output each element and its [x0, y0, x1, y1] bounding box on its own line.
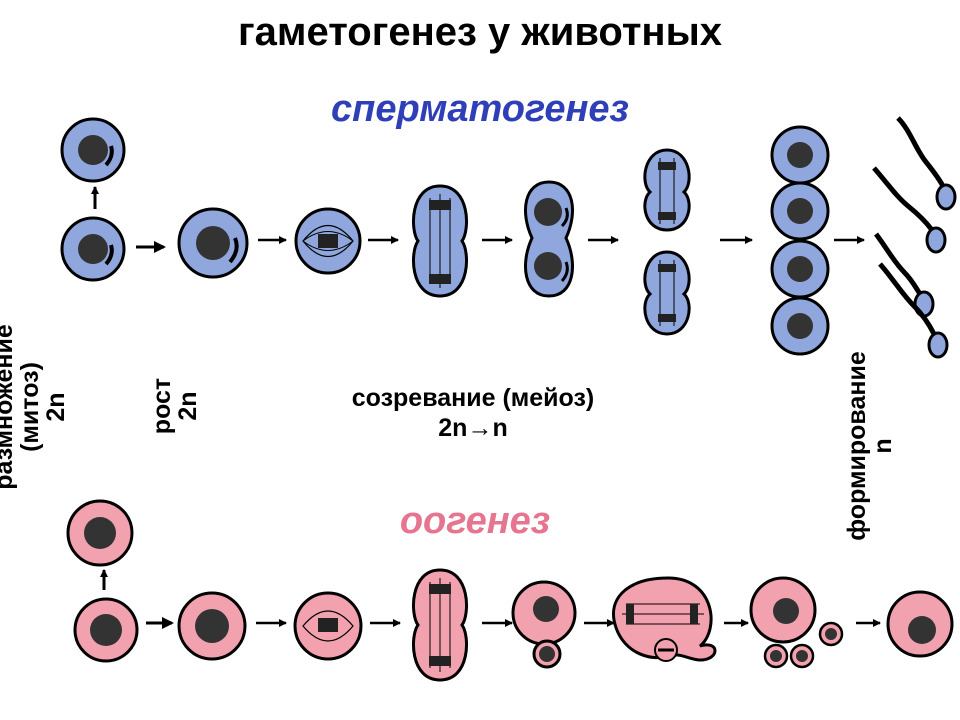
formation-text: формирование — [843, 351, 871, 541]
spermatogonium — [60, 216, 126, 282]
oocyte-meiosis-2 — [612, 576, 717, 662]
formation-label: формирование n — [843, 346, 897, 546]
formation-ploidy: n — [869, 438, 897, 454]
growth-text: рост — [148, 377, 176, 435]
spermatids — [770, 125, 830, 356]
oocyte-metaphase-1 — [293, 591, 363, 661]
oocyte-anaphase-1 — [412, 568, 468, 682]
meiosis-2-top — [643, 148, 691, 232]
meiosis-metaphase-1 — [294, 207, 362, 275]
multiplication-text: размножение (митоз) — [0, 324, 44, 490]
ootid-polar-bodies — [749, 576, 844, 669]
spermatogenesis-label: сперматогенез — [331, 88, 629, 130]
meiosis-2-bottom — [643, 250, 691, 336]
meiosis-anaphase-1 — [412, 184, 468, 298]
spermatozoa — [872, 116, 957, 359]
page-title: гаметогенез у животных — [238, 10, 722, 54]
egg-cell — [886, 590, 954, 658]
multiplication-ploidy: 2n — [42, 392, 70, 422]
primary-oocyte — [177, 591, 247, 661]
primary-spermatocyte — [177, 207, 249, 279]
secondary-oocyte — [511, 580, 577, 669]
spermatogonium-top — [60, 117, 126, 183]
secondary-spermatocytes — [524, 180, 574, 298]
maturation-text: созревание (мейоз) — [351, 384, 595, 412]
maturation-label: созревание (мейоз) 2n→n — [308, 383, 638, 443]
oogonium-top — [66, 499, 134, 567]
oogonium — [73, 597, 139, 663]
oogenesis-label: оогенез — [399, 500, 551, 542]
maturation-ploidy: 2n→n — [438, 414, 508, 442]
growth-label: рост 2n — [148, 366, 202, 446]
growth-ploidy: 2n — [174, 391, 202, 421]
multiplication-label: размножение (митоз) 2n — [0, 297, 70, 517]
